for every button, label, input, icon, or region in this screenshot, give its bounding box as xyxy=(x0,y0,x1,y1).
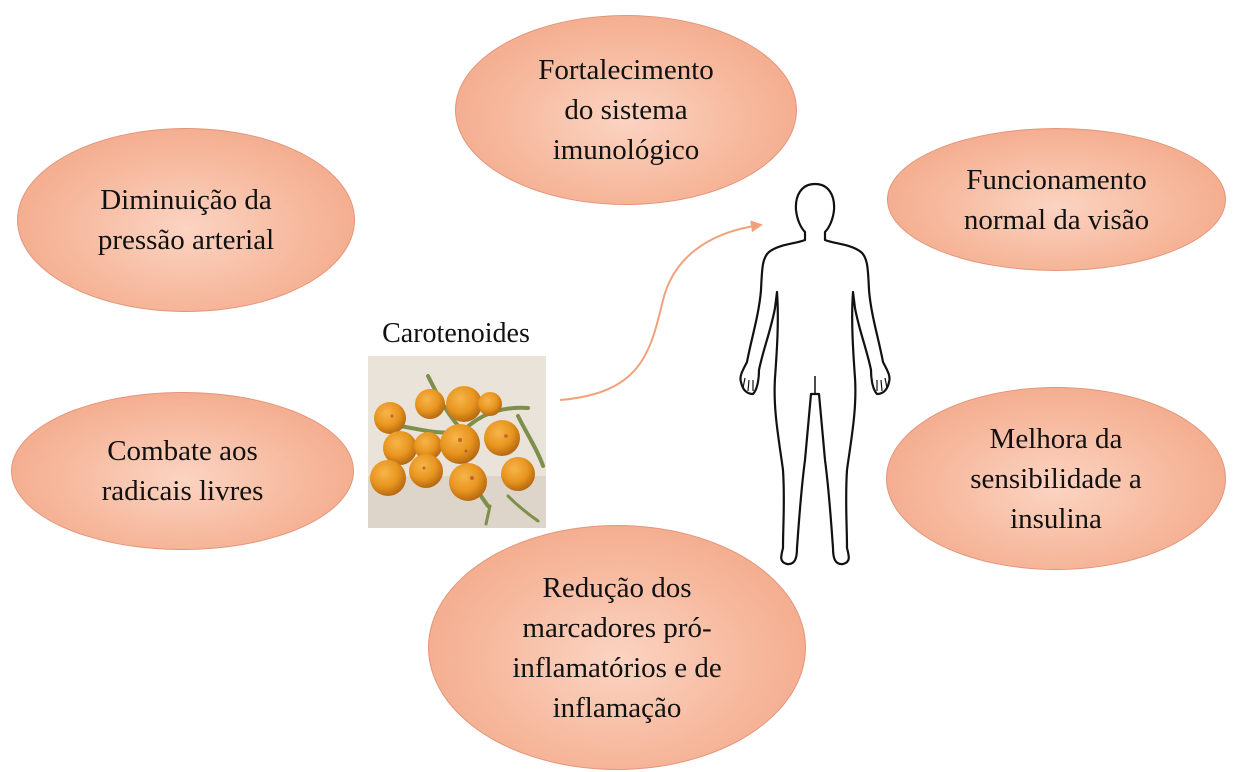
benefit-inflammation-label: Redução dos marcadores pró- inflamatório… xyxy=(512,571,722,724)
curved-arrow-icon xyxy=(559,220,763,401)
benefit-free-radicals: Combate aos radicais livres xyxy=(11,392,354,550)
benefit-free-radicals-label: Combate aos radicais livres xyxy=(101,435,264,507)
benefit-inflammation: Redução dos marcadores pró- inflamatório… xyxy=(428,525,806,770)
benefit-vision-label: Funcionamento normal da visão xyxy=(963,163,1150,236)
benefit-blood-pressure-label: Diminuição da pressão arterial xyxy=(97,184,275,256)
benefit-insulin-sensitivity-label: Melhora da sensibilidade a insulina xyxy=(970,422,1142,535)
human-body-outline-icon xyxy=(739,182,891,566)
benefit-immune-system: Fortalecimento do sistema imunológico xyxy=(455,15,797,205)
fruit-photo xyxy=(368,356,546,528)
benefit-vision: Funcionamento normal da visão xyxy=(887,128,1226,271)
carotenoids-caption: Carotenoides xyxy=(382,318,530,349)
benefit-immune-system-label: Fortalecimento do sistema imunológico xyxy=(538,54,714,166)
benefit-blood-pressure: Diminuição da pressão arterial xyxy=(17,128,355,312)
benefit-insulin-sensitivity: Melhora da sensibilidade a insulina xyxy=(886,387,1226,570)
